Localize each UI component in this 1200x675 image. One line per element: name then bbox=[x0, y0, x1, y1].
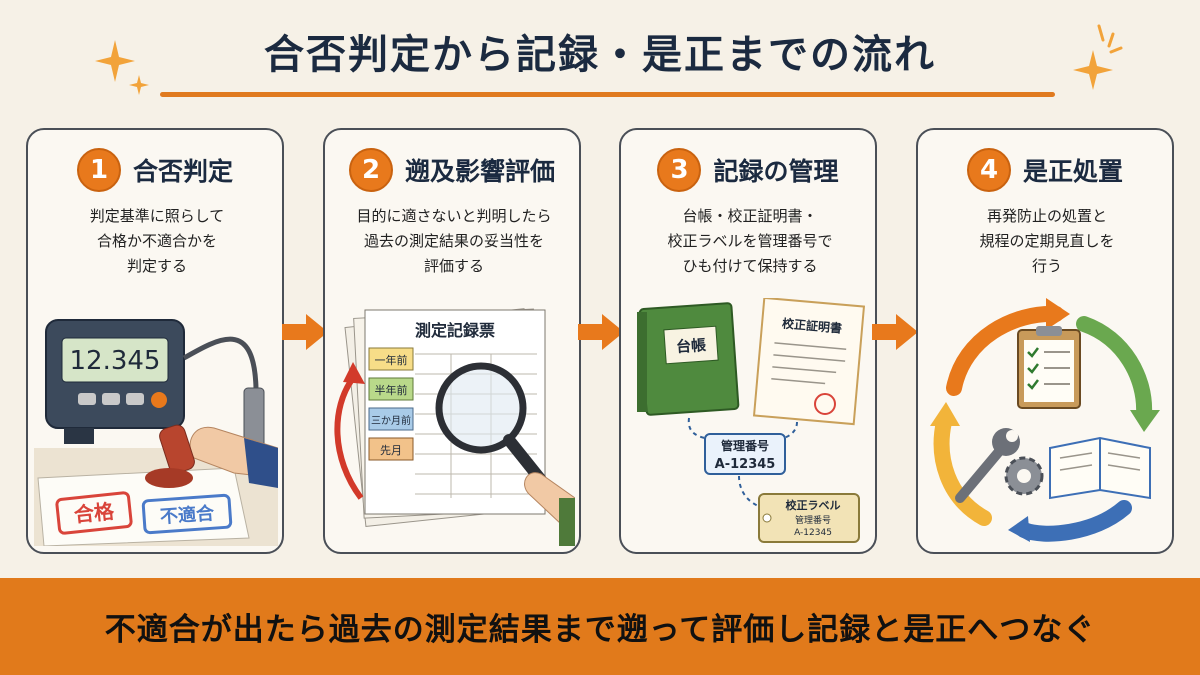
step-1-title: 合否判定 bbox=[132, 157, 233, 186]
step-2-description: 目的に適さないと判明したら 過去の測定結果の妥当性を 評価する bbox=[335, 204, 573, 279]
sparkle-right-icon bbox=[1073, 24, 1123, 90]
corrective-action-cycle-illustration bbox=[930, 298, 1160, 542]
step-4-desc-line: 規程の定期見直しを bbox=[979, 232, 1115, 250]
record-management-illustration: 台帳 校正証明書 管理番号 A-12345 校正ラベル 管理番号 A-12345 bbox=[637, 298, 866, 543]
step-1-description: 判定基準に照らして 合格か不適合かを 判定する bbox=[38, 204, 276, 279]
mgmt-number-label: 管理番号 bbox=[721, 438, 769, 453]
step-1-desc-line: 合格か不適合かを bbox=[96, 232, 217, 250]
calibration-tag-title: 校正ラベル bbox=[786, 498, 841, 512]
flow-arrow-icon bbox=[282, 314, 328, 350]
step-2-title: 遡及影響評価 bbox=[404, 157, 555, 186]
flow-arrow-icon bbox=[872, 314, 918, 350]
step-1-desc-line: 判定基準に照らして bbox=[89, 207, 225, 225]
title-underline bbox=[160, 92, 1055, 97]
calibration-tag-mgmt-number: A-12345 bbox=[794, 528, 832, 538]
summary-banner: 不適合が出たら過去の測定結果まで遡って評価し記録と是正へつなぐ bbox=[0, 578, 1200, 675]
ledger-label: 台帳 bbox=[675, 336, 706, 356]
step-card-4: 4 是正処置 再発防止の処置と 規程の定期見直しを 行う bbox=[916, 128, 1174, 554]
step-4-title: 是正処置 bbox=[1022, 157, 1123, 186]
stamp-fail-text: 不適合 bbox=[159, 502, 215, 528]
step-3-description: 台帳・校正証明書・ 校正ラベルを管理番号で ひも付けて保持する bbox=[631, 204, 869, 279]
step-1-number-badge: 1 bbox=[76, 148, 121, 192]
flow-arrow-icon bbox=[578, 314, 624, 350]
certificate-label: 校正証明書 bbox=[782, 316, 843, 336]
tab-label: 半年前 bbox=[375, 383, 408, 397]
sparkle-left-icon bbox=[95, 40, 149, 95]
calibration-tag-mgmt-label: 管理番号 bbox=[795, 514, 831, 526]
step-card-2: 2 遡及影響評価 目的に適さないと判明したら 過去の測定結果の妥当性を 評価する… bbox=[323, 128, 581, 554]
instrument-display-value: 12.345 bbox=[70, 346, 161, 376]
step-4-header: 4 是正処置 bbox=[918, 148, 1172, 192]
step-1-header: 1 合否判定 bbox=[28, 148, 282, 192]
step-3-desc-line: ひも付けて保持する bbox=[682, 257, 818, 275]
summary-banner-text: 不適合が出たら過去の測定結果まで遡って評価し記録と是正へつなぐ bbox=[104, 612, 1096, 648]
measurement-instrument-illustration: 合格 不適合 12.345 bbox=[34, 319, 278, 546]
record-review-illustration: 測定記録票 一年前 半年前 三か月前 先月 bbox=[334, 308, 575, 546]
step-4-number-badge: 4 bbox=[966, 148, 1011, 192]
step-card-1: 1 合否判定 判定基準に照らして 合格か不適合かを 判定する 合格 不適合 12… bbox=[26, 128, 284, 554]
step-3-desc-line: 校正ラベルを管理番号で bbox=[667, 232, 833, 250]
step-3-number-badge: 3 bbox=[657, 148, 702, 192]
step-card-3: 3 記録の管理 台帳・校正証明書・ 校正ラベルを管理番号で ひも付けて保持する … bbox=[619, 128, 877, 554]
step-2-desc-line: 目的に適さないと判明したら bbox=[356, 207, 552, 225]
step-4-desc-line: 行う bbox=[1031, 257, 1062, 275]
step-4-description: 再発防止の処置と 規程の定期見直しを 行う bbox=[928, 204, 1166, 279]
step-2-number-badge: 2 bbox=[348, 148, 393, 192]
tab-label: 先月 bbox=[380, 444, 402, 457]
tab-label: 三か月前 bbox=[371, 414, 411, 427]
step-1-desc-line: 判定する bbox=[126, 257, 187, 275]
sheet-title: 測定記録票 bbox=[415, 321, 495, 340]
step-2-desc-line: 評価する bbox=[423, 257, 484, 275]
step-2-header: 2 遡及影響評価 bbox=[325, 148, 579, 192]
page-title: 合否判定から記録・是正までの流れ bbox=[264, 32, 936, 78]
step-4-desc-line: 再発防止の処置と bbox=[986, 207, 1107, 225]
tab-label: 一年前 bbox=[375, 353, 408, 367]
step-3-desc-line: 台帳・校正証明書・ bbox=[682, 207, 818, 225]
step-2-desc-line: 過去の測定結果の妥当性を bbox=[363, 232, 544, 250]
step-3-title: 記録の管理 bbox=[713, 157, 839, 186]
step-3-header: 3 記録の管理 bbox=[621, 148, 875, 192]
mgmt-number-value: A-12345 bbox=[715, 457, 776, 472]
stamp-pass-text: 合格 bbox=[73, 499, 116, 527]
